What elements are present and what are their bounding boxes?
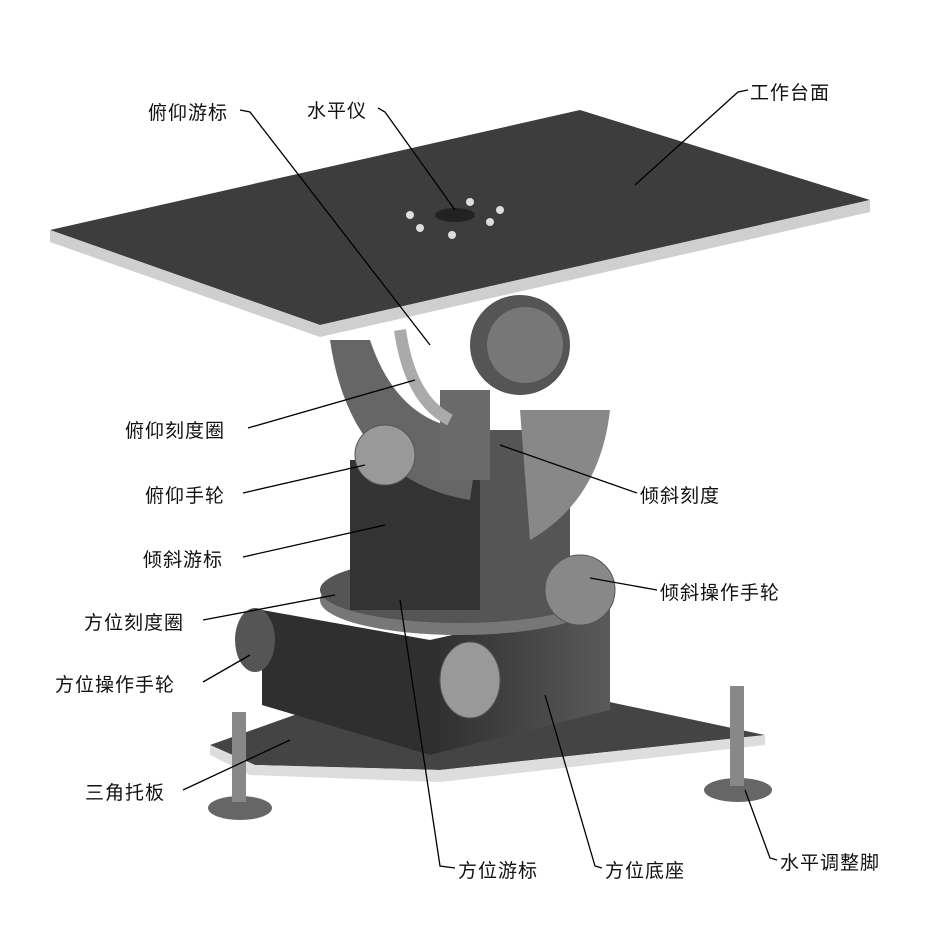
label-pitch-scale-ring: 俯仰刻度圈 <box>125 420 226 442</box>
label-azimuth-vernier: 方位游标 <box>458 860 539 882</box>
label-pitch-vernier: 俯仰游标 <box>148 102 229 124</box>
label-tilt-handwheel: 倾斜操作手轮 <box>660 582 781 604</box>
label-azimuth-base: 方位底座 <box>605 860 686 882</box>
label-pitch-handwheel: 俯仰手轮 <box>145 485 226 507</box>
tilt-handwheel <box>544 554 616 626</box>
azimuth-base <box>235 600 610 755</box>
label-triangle-plate: 三角托板 <box>85 782 166 804</box>
work-table <box>50 110 870 337</box>
label-work-table: 工作台面 <box>750 82 831 104</box>
label-azimuth-handwheel: 方位操作手轮 <box>55 674 176 696</box>
tilt-body <box>330 295 616 626</box>
pitch-scale-ring <box>394 329 453 426</box>
pitch-handwheel <box>354 424 416 486</box>
leader-lines <box>182 89 778 869</box>
label-azimuth-scale-ring: 方位刻度圈 <box>84 612 185 634</box>
label-tilt-scale: 倾斜刻度 <box>640 485 721 507</box>
label-level: 水平仪 <box>307 100 368 122</box>
label-tilt-vernier: 倾斜游标 <box>143 549 224 571</box>
leveling-feet <box>208 686 772 820</box>
label-leveling-foot: 水平调整脚 <box>780 852 881 874</box>
